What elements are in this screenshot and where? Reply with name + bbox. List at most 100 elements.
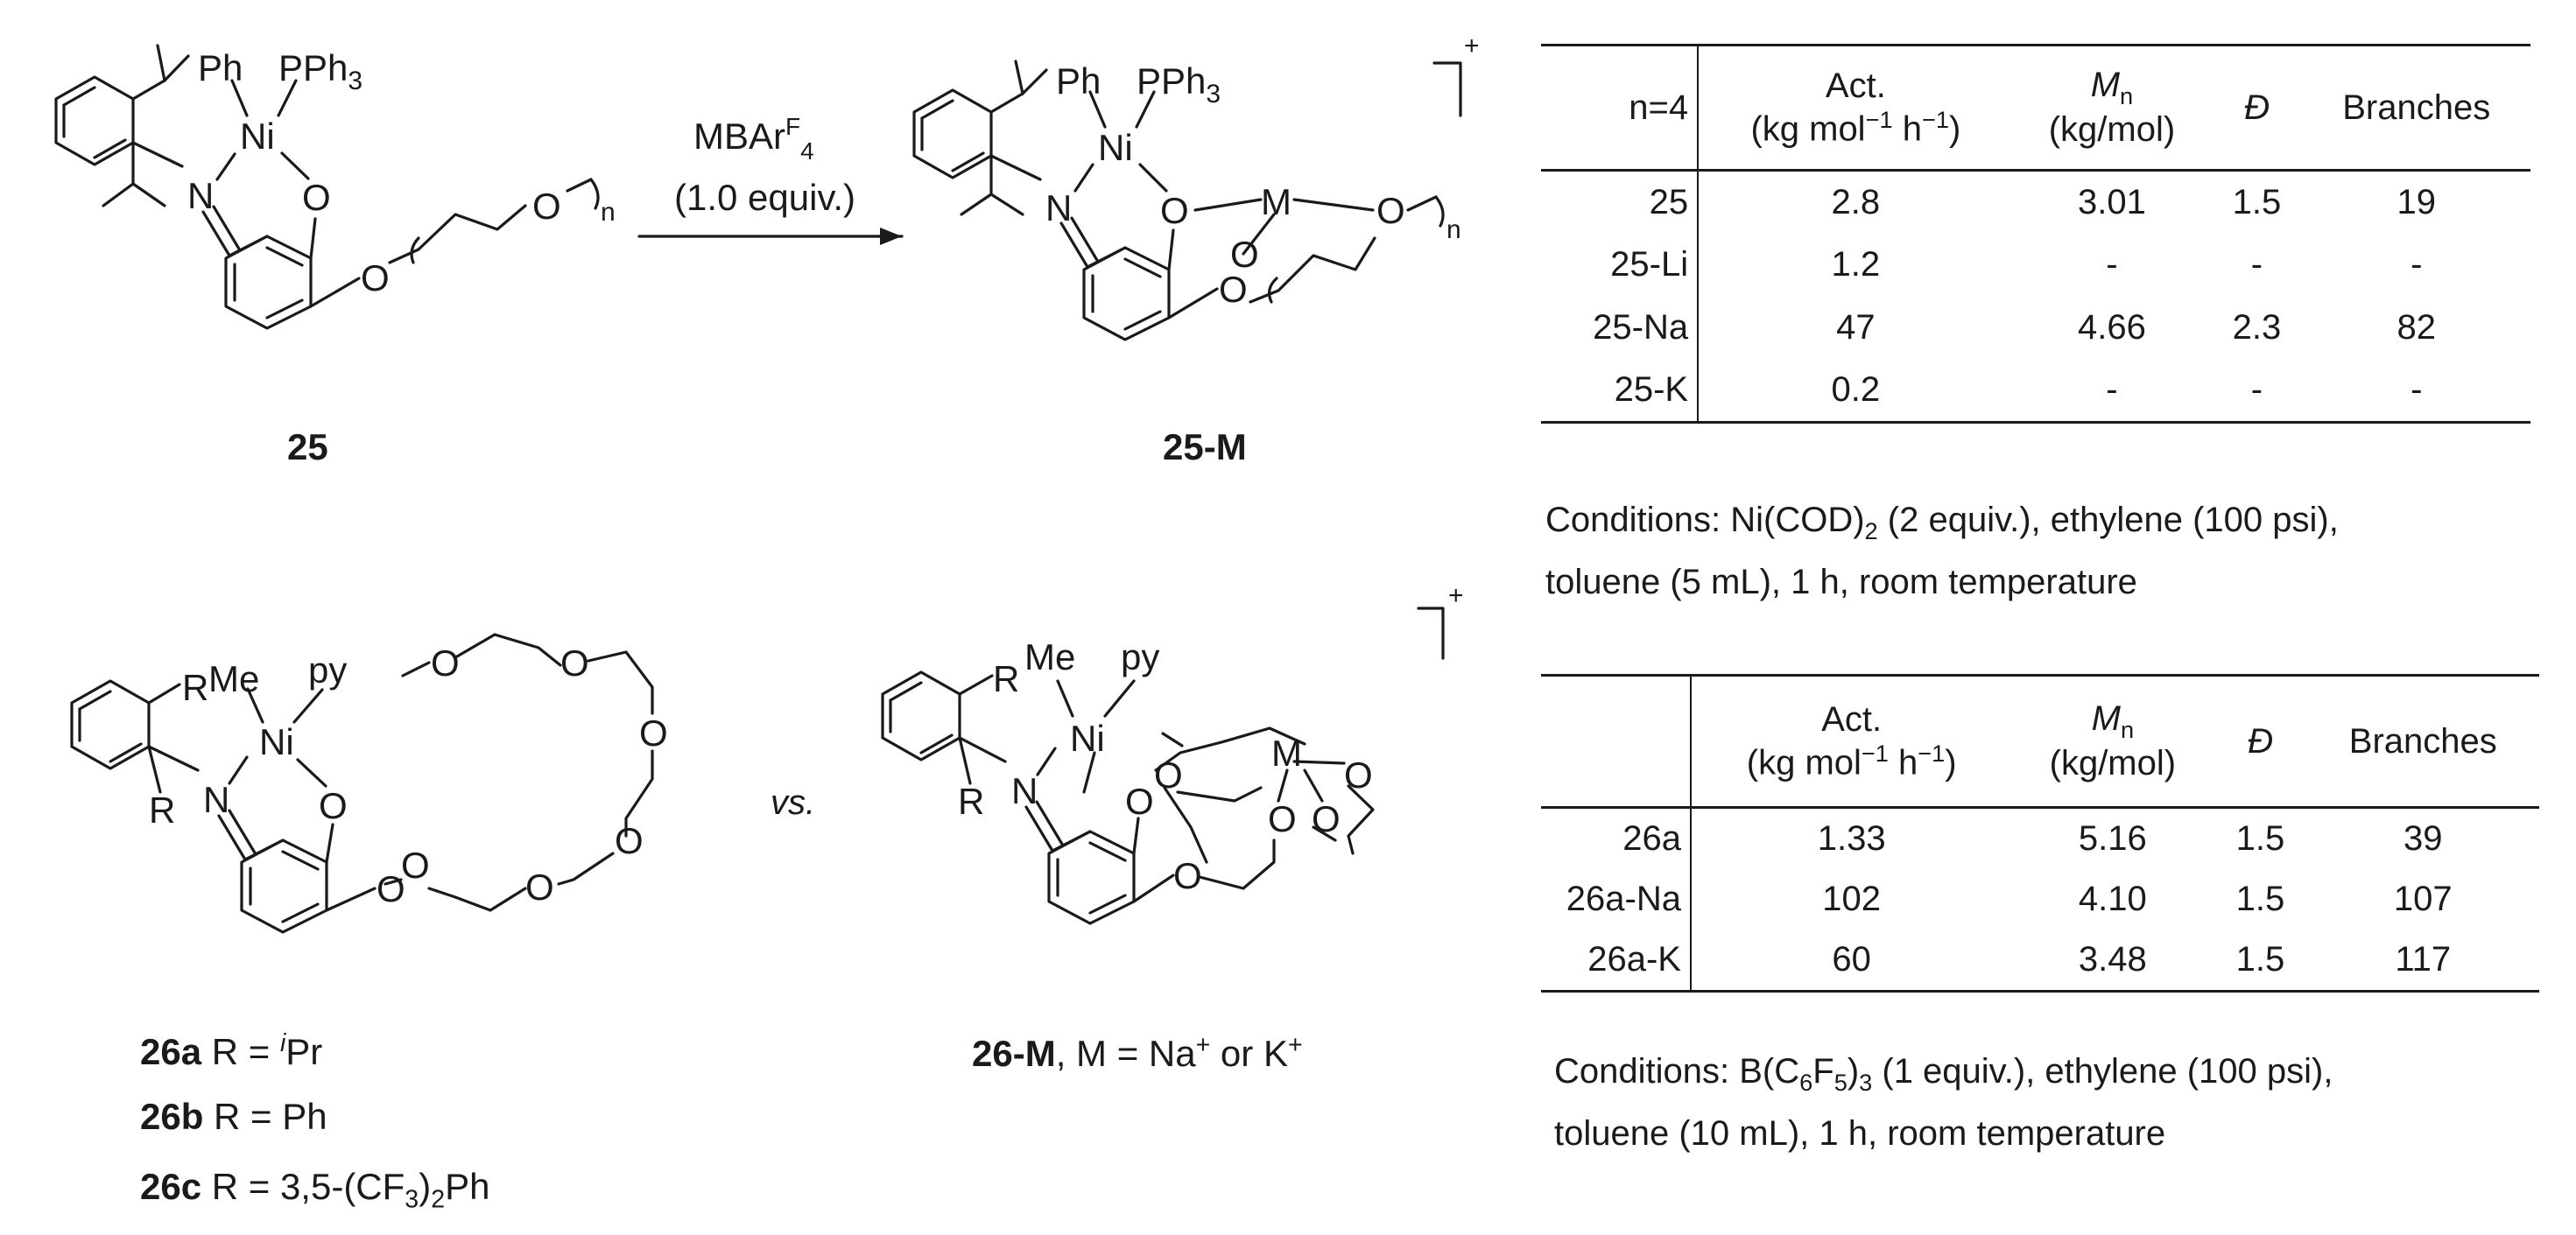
column-header-mn: Mn(kg/mol) — [2011, 677, 2214, 809]
atom-ph: Ph — [198, 47, 243, 88]
atom-o: O — [431, 642, 460, 684]
reagent-label: MBArF4 — [693, 113, 814, 165]
table-cell: - — [2302, 359, 2530, 424]
compound-label-26-M: 26-M, M = Na+ or K+ — [972, 1031, 1303, 1074]
structure-26 — [70, 633, 654, 934]
table-cell: 5.16 — [2078, 818, 2147, 858]
compound-label-26b: 26b R = Ph — [140, 1096, 327, 1137]
structure-26-M — [881, 607, 1445, 925]
table-cell: 4.10 — [2078, 880, 2147, 918]
table-cell: 1.33 — [1817, 818, 1886, 858]
compound-label-26a: 26a R = iPr — [140, 1029, 323, 1072]
conditions-table-26: Conditions: B(C6F5)3 (1 equiv.), ethylen… — [1554, 1052, 2333, 1153]
column-header-dispersity: Đ — [2211, 46, 2303, 172]
atom-n: N — [187, 175, 214, 216]
table-cell — [1698, 44, 2530, 47]
atom-n: N — [203, 779, 229, 820]
atom-o: O — [1230, 234, 1259, 275]
atom-o: O — [1312, 798, 1341, 839]
atom-o: O — [302, 177, 331, 218]
table-row: 25-Li 1.2 - - - — [1541, 233, 2530, 297]
table-cell: 117 — [2306, 930, 2539, 993]
table-cell: 25-Li — [1541, 233, 1700, 297]
table-cell: 47 — [1836, 308, 1876, 347]
table-cell: 25-K — [1541, 359, 1700, 424]
atom-o: O — [525, 867, 554, 908]
atom-r: R — [958, 781, 984, 822]
table-cell: 19 — [2397, 182, 2436, 221]
table-cell: 1.2 — [1831, 245, 1881, 284]
atom-ni: Ni — [1098, 127, 1133, 168]
atom-o: O — [1173, 855, 1202, 896]
reagent-equiv: (1.0 equiv.) — [674, 177, 855, 218]
column-header-activity: Act.(kg mol−1 h−1) — [1698, 46, 2013, 172]
table-cell: 26a-Na — [1541, 868, 1692, 930]
table-cell: 26a — [1541, 807, 1692, 869]
table-cell: 1.5 — [2235, 880, 2285, 918]
table-corner — [1541, 677, 1692, 809]
atom-o: O — [1376, 190, 1405, 231]
atom-ni: Ni — [240, 116, 275, 157]
table-cell: - — [2411, 245, 2423, 284]
charge-plus: + — [1464, 32, 1480, 60]
table-cell: - — [2012, 359, 2212, 424]
atom-o: O — [560, 642, 589, 684]
table-cell: 3.01 — [2078, 182, 2146, 221]
table-cell: 39 — [2404, 818, 2443, 858]
compound-label-25: 25 — [287, 426, 328, 467]
atom-py: py — [308, 649, 347, 691]
column-header-dispersity: Đ — [2214, 677, 2307, 809]
atom-o: O — [401, 845, 430, 886]
column-header-branches: Branches — [2306, 677, 2539, 809]
table-row: 26a 1.33 5.16 1.5 39 — [1541, 807, 2539, 869]
table-cell: - — [2250, 245, 2263, 284]
atom-me: Me — [208, 658, 259, 699]
atom-pph3: PPh3 — [1137, 60, 1221, 109]
compound-label-26c: 26c R = 3,5-(CF3)2Ph — [140, 1166, 490, 1214]
atom-o: O — [377, 868, 405, 909]
table-cell: 1.5 — [2235, 818, 2285, 858]
table-cell: 82 — [2397, 308, 2436, 347]
atom-ni: Ni — [259, 721, 294, 762]
table-cell: 4.66 — [2078, 308, 2146, 347]
column-header-branches: Branches — [2302, 46, 2530, 172]
table-cell — [1541, 674, 1692, 677]
atom-pph3: PPh3 — [278, 47, 362, 95]
atom-o: O — [1154, 754, 1183, 796]
atom-n-subscript: n — [1446, 215, 1461, 244]
activity-table-25: n=4 Act.(kg mol−1 h−1) Mn(kg/mol) Đ Bran… — [1541, 44, 2530, 424]
table-cell: 2.8 — [1831, 182, 1881, 221]
reaction-scheme: Ph PPh3 Ni N O O O n MBArF4 (1.0 equiv.)… — [54, 32, 1480, 934]
column-header-activity: Act.(kg mol−1 h−1) — [1691, 677, 2012, 809]
structure-25-M — [912, 60, 1462, 341]
table-cell: 3.48 — [2011, 930, 2214, 993]
atom-o: O — [1125, 781, 1154, 822]
structure-25 — [54, 44, 600, 330]
table-cell: 60 — [1691, 930, 2012, 993]
table-row: 26a-Na 102 4.10 1.5 107 — [1541, 868, 2539, 930]
atom-o: O — [1344, 754, 1373, 796]
atom-m: M — [1261, 181, 1292, 222]
atom-o: O — [319, 785, 348, 826]
atom-n: N — [1045, 187, 1072, 228]
compound-label-25-M: 25-M — [1163, 426, 1247, 467]
atom-me: Me — [1024, 636, 1075, 677]
atom-n: N — [1011, 770, 1038, 811]
table-cell: 107 — [2393, 880, 2453, 918]
atom-m: M — [1271, 733, 1302, 774]
atom-o: O — [639, 712, 668, 754]
table-cell: 1.5 — [2232, 182, 2282, 221]
table-cell — [1541, 44, 1700, 47]
atom-py: py — [1121, 636, 1159, 677]
atom-r: R — [993, 658, 1019, 699]
vs-label: vs. — [771, 783, 815, 822]
column-header-mn: Mn(kg/mol) — [2012, 46, 2212, 172]
table-cell: 102 — [1822, 880, 1882, 918]
table-cell: - — [2106, 245, 2118, 284]
atom-o: O — [1160, 190, 1189, 231]
atom-ph: Ph — [1056, 60, 1101, 102]
atom-n-subscript: n — [601, 198, 616, 227]
